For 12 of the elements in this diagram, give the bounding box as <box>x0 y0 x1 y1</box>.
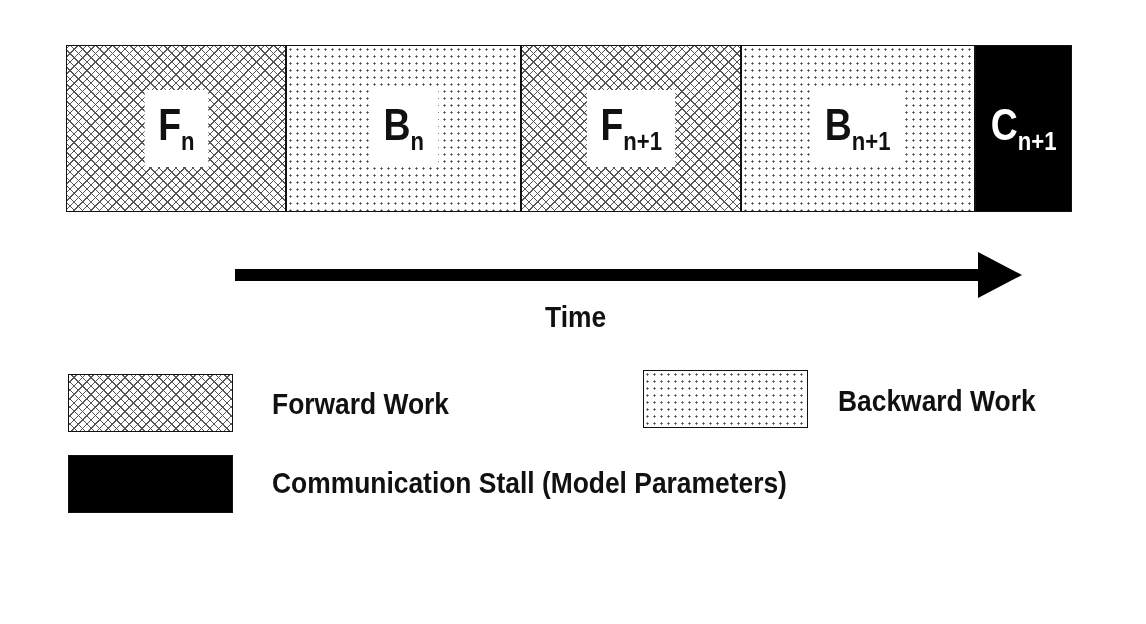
segment-label: C$_{n+1}$ <box>990 99 1057 158</box>
time-segment <box>66 45 286 212</box>
legend-label: Forward Work <box>272 387 449 421</box>
time-segment <box>975 45 1072 212</box>
time-segment <box>286 45 521 212</box>
legend-label: Communication Stall (Model Parameters) <box>272 466 787 500</box>
axis-label: Time <box>545 300 607 334</box>
time-segment <box>741 45 975 212</box>
segment-label: F$_{n}$ <box>144 90 208 167</box>
legend-label: Backward Work <box>838 384 1036 418</box>
segment-label: F$_{n+1}$ <box>586 90 676 167</box>
time-segment <box>521 45 741 212</box>
